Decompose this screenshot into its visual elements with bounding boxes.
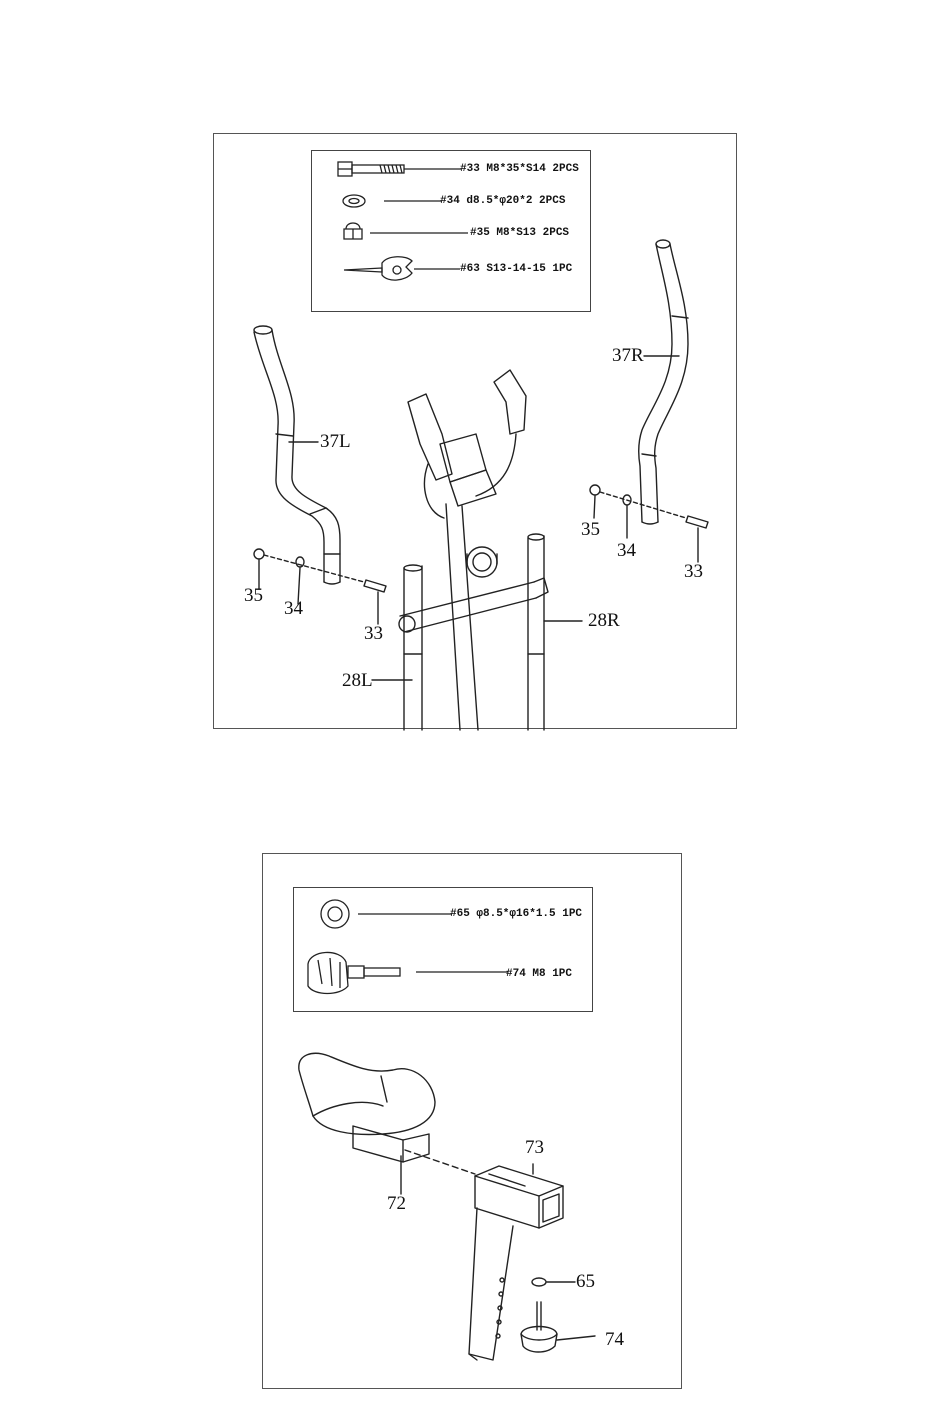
callout-33-right: 33	[684, 562, 703, 581]
seat-post-part	[353, 1126, 475, 1174]
handlebar-assembly-panel: #33 M8*35*S14 2PCS #34 d8.5*φ20*2 2PCS #…	[213, 133, 737, 729]
callout-28r: 28R	[588, 611, 620, 630]
callout-37l: 37L	[320, 432, 351, 451]
callout-28l: 28L	[342, 671, 373, 690]
legend-item-33: #33 M8*35*S14 2PCS	[460, 163, 579, 175]
callout-35-left: 35	[244, 586, 263, 605]
legend-item-63: #63 S13-14-15 1PC	[460, 263, 572, 275]
callout-34-left: 34	[284, 599, 303, 618]
callout-34-right: 34	[617, 541, 636, 560]
frame-and-console-part	[399, 370, 548, 730]
seat-assembly-panel: #65 φ8.5*φ16*1.5 1PC #74 M8 1PC 72 73 65…	[262, 853, 682, 1389]
knob-icon	[300, 944, 510, 1000]
legend-item-34: #34 d8.5*φ20*2 2PCS	[440, 195, 565, 207]
washer-65-part	[532, 1278, 546, 1286]
seat-slider-part	[469, 1166, 563, 1360]
left-handlebar-part	[254, 326, 340, 584]
right-handlebar-part	[639, 240, 688, 524]
legend-item-74: #74 M8 1PC	[506, 968, 572, 980]
callout-72: 72	[387, 1194, 406, 1213]
callout-33-left: 33	[364, 624, 383, 643]
callout-35-right: 35	[581, 520, 600, 539]
callout-65: 65	[576, 1272, 595, 1291]
seat-hardware-legend: #65 φ8.5*φ16*1.5 1PC #74 M8 1PC	[293, 887, 593, 1012]
legend-item-65: #65 φ8.5*φ16*1.5 1PC	[450, 908, 582, 920]
knob-74-part	[521, 1302, 595, 1352]
multi-wrench-icon	[342, 255, 462, 285]
callout-74: 74	[605, 1330, 624, 1349]
washer-icon	[320, 900, 460, 930]
washer-icon	[342, 191, 452, 211]
cap-nut-icon	[340, 221, 470, 243]
callout-37r: 37R	[612, 346, 644, 365]
callout-73: 73	[525, 1138, 544, 1157]
saddle-part	[299, 1053, 435, 1134]
left-hardware-parts	[254, 549, 386, 624]
hardware-legend: #33 M8*35*S14 2PCS #34 d8.5*φ20*2 2PCS #…	[311, 150, 591, 312]
legend-item-35: #35 M8*S13 2PCS	[470, 227, 569, 239]
